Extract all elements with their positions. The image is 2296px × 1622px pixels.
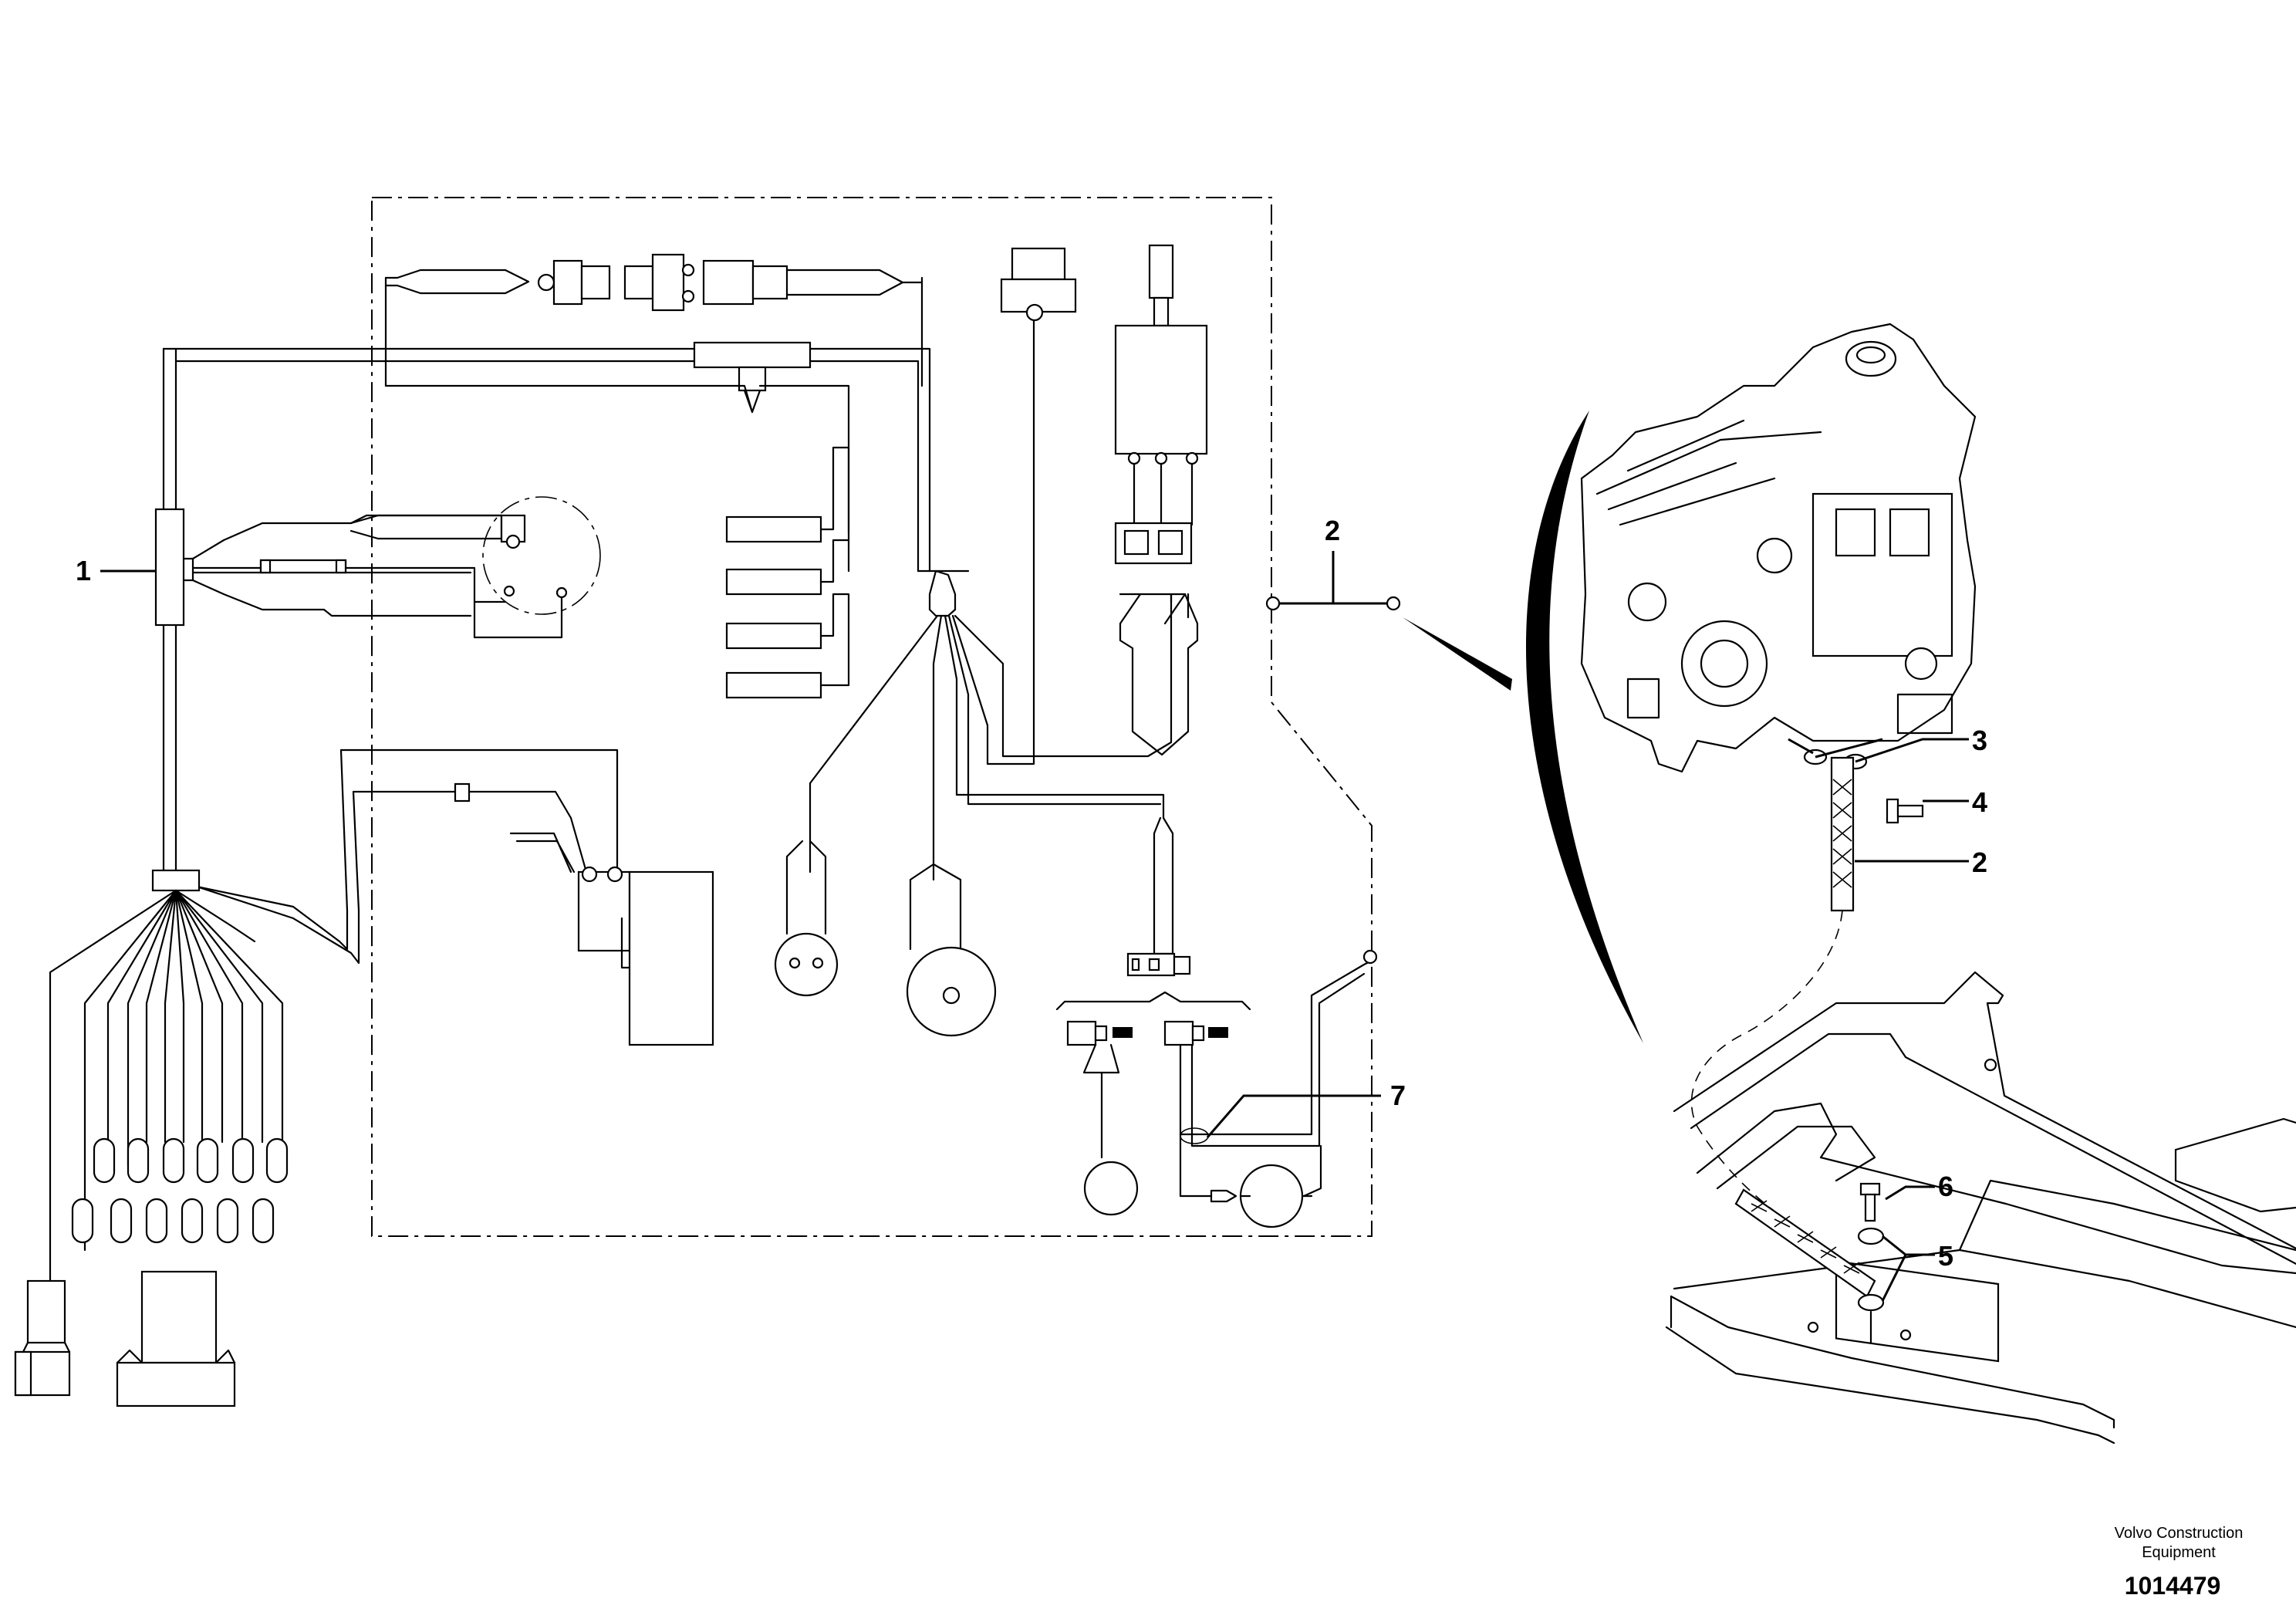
callout-6: 6 [1938,1171,1953,1202]
publisher-line-1: Volvo Construction [2115,1525,2244,1542]
callout-1: 1 [76,555,91,586]
pressure-sensor [1000,247,1077,322]
ground-strap [1690,756,1969,1228]
temperature-sensors [774,840,997,1037]
publisher-line-2: Equipment [2142,1544,2216,1561]
ground-strap-symbol [1265,551,1401,611]
sensor-line-top [384,253,923,573]
harness-plugs [14,1270,236,1407]
plug-stack [725,446,850,699]
callout-5: 5 [1938,1240,1953,1272]
solenoid-actuator [1114,244,1208,756]
callout-3: 3 [1972,725,1987,756]
engine-block-illustration [1403,323,1977,1043]
speed-sensor-assembly [1055,816,1378,1228]
leader-line-7 [1206,1094,1381,1138]
center-connector [809,307,1173,881]
frame-ground-strap [1734,1182,1935,1344]
harness-junction-top [693,341,812,414]
starter-wiring [162,748,714,1046]
fasteners-washer-bolt [1788,738,1969,824]
callout-2-schematic: 2 [1325,515,1340,546]
callout-2-strap: 2 [1972,846,1987,878]
terminal-pins [71,1137,289,1244]
main-harness-trunk [154,347,931,872]
document-number: 1014479 [2125,1572,2221,1600]
chassis-frame-illustration [1665,971,2296,1445]
relay-cluster [191,496,601,639]
callout-4: 4 [1972,786,1987,818]
harness-boundary-frame [371,197,1373,1237]
breakout-connector [49,869,284,1282]
callout-7: 7 [1390,1080,1406,1111]
